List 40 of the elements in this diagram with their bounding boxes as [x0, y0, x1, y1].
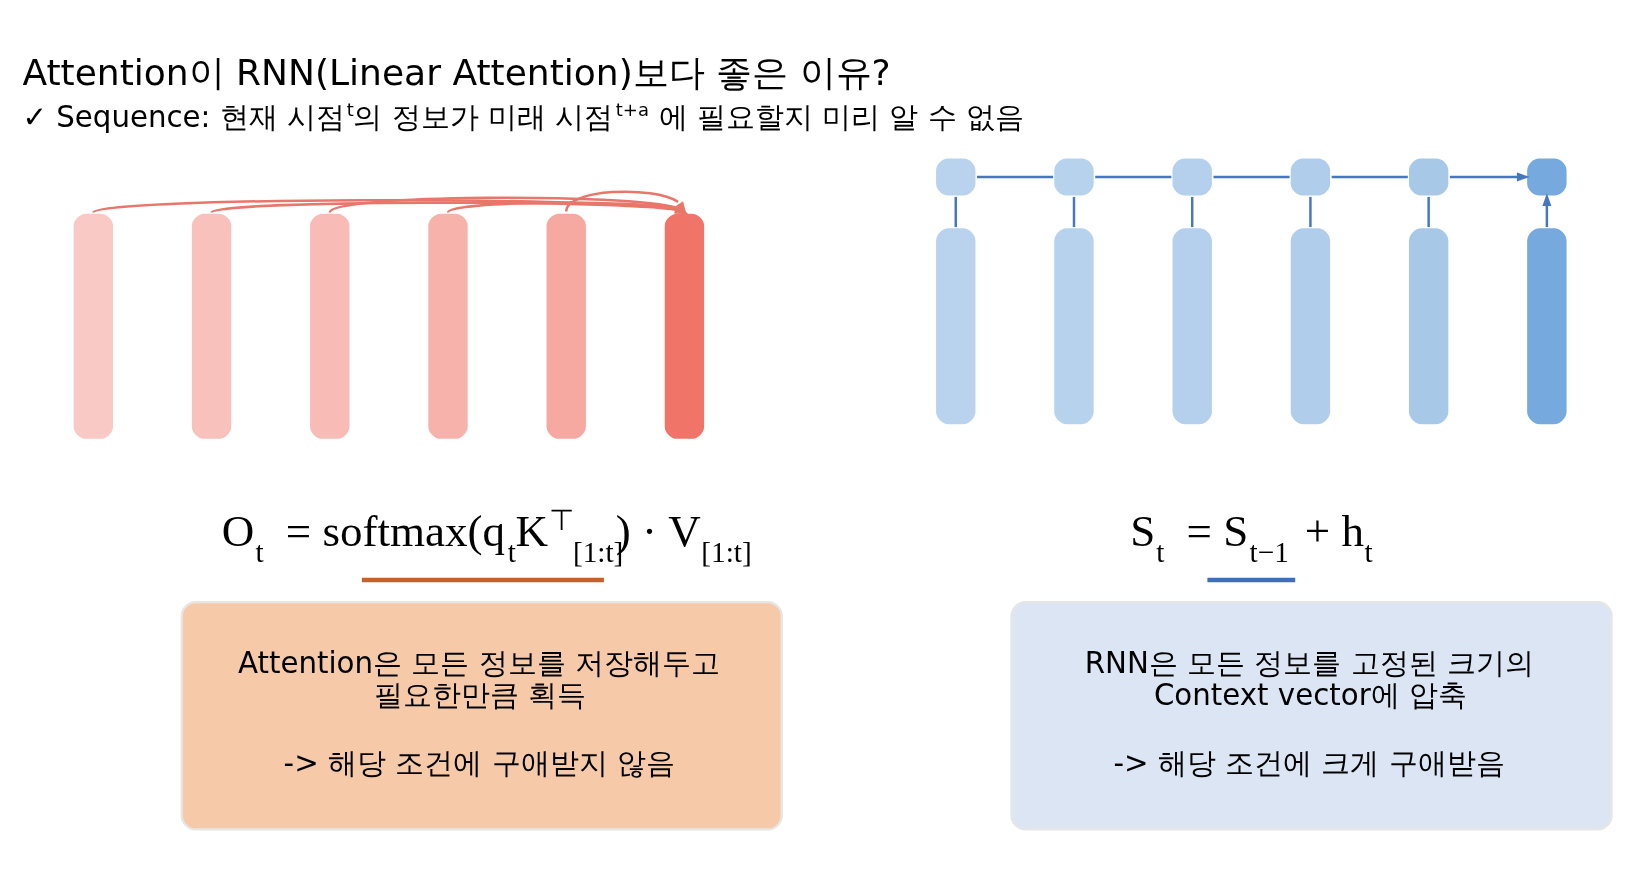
- node-bar: [189, 210, 234, 441]
- node-bar: [662, 210, 707, 441]
- label: O$_{t}$ = softmax(q$_{t}$K$^{⊤}$$_{[1:t]}$) · V$_{[1:t]}$: [221, 503, 752, 568]
- node-bar: [71, 210, 116, 441]
- node-bar: [1170, 225, 1215, 426]
- arrow: [329, 196, 688, 215]
- arrow: [565, 190, 687, 214]
- node-box: [1170, 155, 1215, 198]
- node-box: [1406, 155, 1451, 198]
- arrow: [211, 200, 688, 214]
- label: ✓ Sequence: 현재 시점$^{t}$의 정보가 미래 시점$^{t+a}$ 에 필요할지 미리 알 수 없음: [22, 98, 1025, 134]
- node-bar: [1524, 225, 1569, 426]
- connector: [954, 196, 957, 227]
- connector: [1213, 175, 1290, 178]
- node-box: [1052, 155, 1096, 198]
- diagram-title: Attention이 RNN(Linear Attention)보다 좋은 이유?: [22, 51, 891, 93]
- connector: [1072, 196, 1076, 227]
- node-box: Attention은 모든 정보를 저장해두고 필요한만큼 획득 -> 해당 조건에 구애받지 않음: [180, 600, 783, 831]
- connector: [1095, 175, 1172, 178]
- arrow: [92, 198, 688, 214]
- connector: [1427, 196, 1430, 227]
- node-box: RNN은 모든 정보를 고정된 크기의 Context vector에 압축 -> 해당 조건에 크게 구애받음: [1010, 600, 1613, 831]
- node-bar: [933, 225, 978, 426]
- node-bar: [1288, 225, 1333, 426]
- node-bar: [1406, 225, 1451, 426]
- node-bar: [426, 210, 470, 441]
- node-bar: [1052, 225, 1096, 426]
- connector: [977, 175, 1054, 178]
- node-bar: [544, 210, 589, 441]
- node-box: [933, 155, 978, 198]
- connector: [1331, 175, 1408, 178]
- node-bar: [307, 210, 352, 441]
- arrow: [447, 200, 688, 214]
- label: S$_{t}$ = S$_{t−1}$ + h$_{t}$: [1130, 505, 1373, 568]
- connector: [1309, 196, 1312, 227]
- node-box: [1524, 155, 1569, 198]
- arrow: [1542, 192, 1552, 227]
- node-box: [1288, 155, 1333, 198]
- arrow: [1449, 172, 1530, 182]
- connector: [1190, 196, 1194, 227]
